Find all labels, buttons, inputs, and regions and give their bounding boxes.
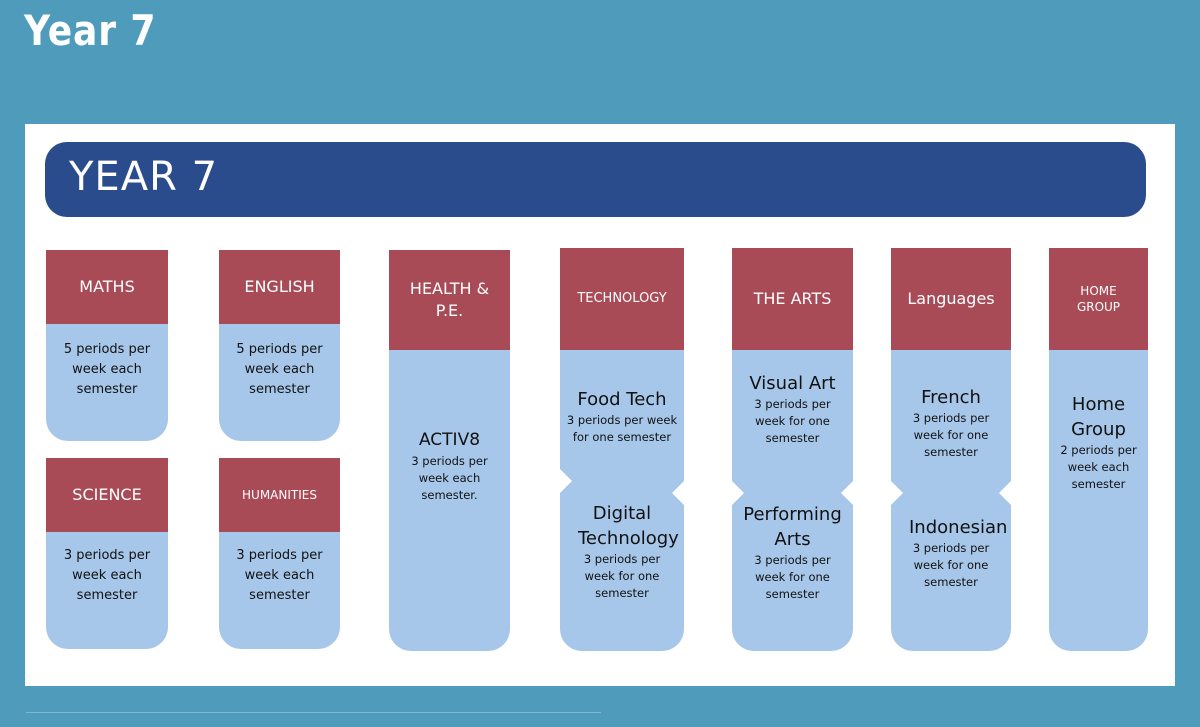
card-humanities: HUMANITIES 3 periods per week each semes… [219,458,340,649]
card-the-arts: THE ARTS Visual Art 3 periods per week f… [732,248,853,651]
subject-block: Home Group 2 periods per week each semes… [1049,392,1148,493]
subject-name: Digital Technology [578,503,679,549]
card-detail: 5 periods per week each semester [236,342,323,397]
banner-title: YEAR 7 [69,154,219,200]
subject-detail: 3 periods per week for one semester [912,541,990,589]
card-languages: Languages French 3 periods per week for … [891,248,1011,651]
card-detail: 5 periods per week each semester [63,342,151,397]
card-heading: TECHNOLOGY [560,248,684,350]
card-technology: TECHNOLOGY Food Tech 3 periods per week … [560,248,684,651]
subject-detail: 3 periods per week for one semester [754,397,831,445]
subject-name: Indonesian [909,517,1008,538]
card-heading: HUMANITIES [219,458,340,532]
page-title: Year 7 [24,6,157,55]
card-detail: 3 periods per week each semester [63,548,151,603]
divider-notch [891,481,903,505]
card-heading: Languages [891,248,1011,350]
subject-name: Home Group [1071,394,1126,440]
subject-name: French [921,387,981,408]
card-english: ENGLISH 5 periods per week each semester [219,250,340,441]
divider-notch [841,481,853,505]
subject-block: Indonesian 3 periods per week for one se… [891,515,1011,591]
card-heading: HOME GROUP [1049,248,1148,350]
subject-name: Performing Arts [743,504,842,550]
subject-name: ACTIV8 [418,430,481,450]
card-heading: HEALTH & P.E. [389,250,510,350]
subject-detail: 3 periods per week for one semester [583,552,661,600]
subject-detail: 3 periods per week for one semester [912,411,990,459]
card-health-pe: HEALTH & P.E. ACTIV8 3 periods per week … [389,250,510,651]
divider-notch [560,469,572,493]
subject-block: Food Tech 3 periods per week for one sem… [560,387,684,446]
subject-block: French 3 periods per week for one semest… [891,385,1011,461]
subject-name: Visual Art [749,373,836,394]
footer-divider [26,712,601,713]
subject-block: Digital Technology 3 periods per week fo… [560,501,684,602]
subject-block: Performing Arts 3 periods per week for o… [732,502,853,603]
subject-block: Visual Art 3 periods per week for one se… [732,371,853,447]
divider-notch [672,481,684,505]
subject-detail: 3 periods per week for one semester [754,553,831,601]
divider-notch [732,481,744,505]
card-heading: SCIENCE [46,458,168,532]
subject-block: ACTIV8 3 periods per week each semester. [389,428,510,504]
subject-detail: 3 periods per week for one semester [566,413,678,444]
divider-notch [999,481,1011,505]
year-banner: YEAR 7 [45,142,1146,217]
card-home-group: HOME GROUP Home Group 2 periods per week… [1049,248,1148,651]
card-heading: ENGLISH [219,250,340,324]
card-maths: MATHS 5 periods per week each semester [46,250,168,441]
curriculum-panel: YEAR 7 MATHS 5 periods per week each sem… [25,124,1175,686]
card-heading: MATHS [46,250,168,324]
subject-detail: 2 periods per week each semester [1060,443,1137,491]
subject-detail: 3 periods per week each semester. [411,454,488,502]
card-detail: 3 periods per week each semester [236,548,323,603]
subject-name: Food Tech [577,389,667,410]
card-science: SCIENCE 3 periods per week each semester [46,458,168,649]
card-heading: THE ARTS [732,248,853,350]
